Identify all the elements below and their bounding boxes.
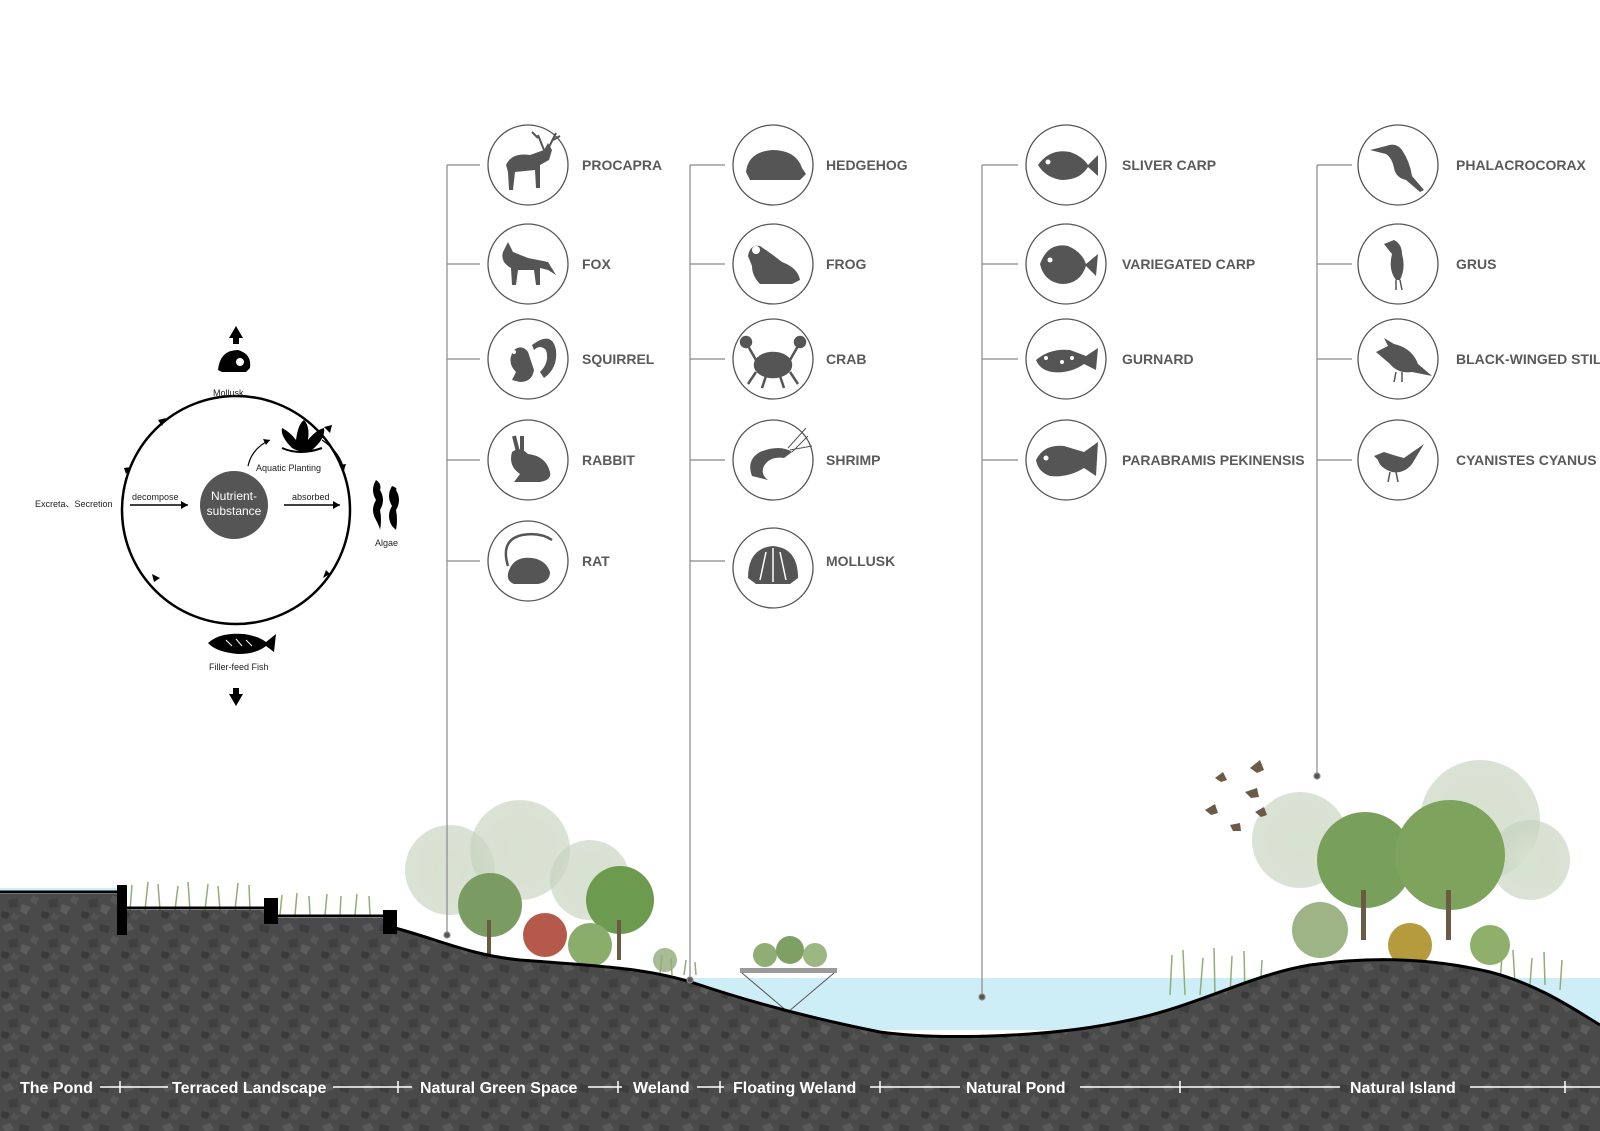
aquatic-planting-label: Aquatic Planting xyxy=(256,463,321,473)
species-column-2: HEDGEHOG FROG CRAB xyxy=(732,124,908,609)
crane-icon xyxy=(1384,240,1404,291)
arrow-down-icon xyxy=(229,688,243,706)
species-label: SHRIMP xyxy=(826,452,880,468)
zone-natural-green-space: Natural Green Space xyxy=(420,1080,578,1097)
zone-the-pond: The Pond xyxy=(20,1080,93,1097)
species-label: RAT xyxy=(582,553,610,569)
species-phalacrocorax: PHALACROCORAX xyxy=(1357,124,1587,206)
species-label: SLIVER CARP xyxy=(1122,157,1216,173)
arrow-up-icon xyxy=(229,326,243,344)
zone-terraced-landscape: Terraced Landscape xyxy=(172,1080,327,1097)
rat-icon xyxy=(504,532,553,584)
species-parabramis: PARABRAMIS PEKINENSIS xyxy=(1025,419,1305,501)
species-gurnard: GURNARD xyxy=(1025,318,1194,400)
shell-icon xyxy=(748,546,798,584)
frog-icon xyxy=(748,245,800,284)
reeds xyxy=(129,881,1563,996)
shrimp-icon xyxy=(750,427,813,480)
fox-icon xyxy=(502,242,556,285)
zone-natural-island: Natural Island xyxy=(1350,1080,1456,1097)
fish-icon xyxy=(1036,442,1098,477)
hedgehog-icon xyxy=(746,150,806,180)
species-mollusk: MOLLUSK xyxy=(732,527,895,609)
mollusk-icon xyxy=(218,350,251,372)
species-label: FROG xyxy=(826,256,867,272)
decompose-label: decompose xyxy=(132,492,179,502)
nutrient-label-line1: Nutrient- xyxy=(211,489,257,503)
trees-island xyxy=(1252,760,1570,967)
species-procapra: PROCAPRA xyxy=(487,124,662,206)
floating-wetland xyxy=(740,936,837,1013)
trees-green-space xyxy=(405,800,677,972)
species-column-3: SLIVER CARP VARIEGATED CARP GURNARD xyxy=(1025,124,1305,501)
zone-natural-pond: Natural Pond xyxy=(966,1080,1066,1097)
crab-icon xyxy=(739,335,807,389)
zone-weland: Weland xyxy=(633,1080,690,1097)
flying-birds xyxy=(1205,760,1267,831)
species-label: BLACK-WINGED STILT xyxy=(1456,351,1600,367)
species-label: PHALACROCORAX xyxy=(1456,157,1587,173)
species-column-4: PHALACROCORAX GRUS BLACK-WINGED STILT xyxy=(1357,124,1600,501)
ground-section xyxy=(0,885,1600,1131)
species-fox: FOX xyxy=(487,223,611,305)
small-bird-icon xyxy=(1374,444,1424,483)
species-label: GRUS xyxy=(1456,256,1496,272)
fish-icon xyxy=(1036,348,1098,373)
cardinal-bird-icon xyxy=(1376,338,1432,383)
species-label: CYANISTES CYANUS xyxy=(1456,452,1597,468)
species-label: MOLLUSK xyxy=(826,553,895,569)
species-shrimp: SHRIMP xyxy=(732,419,880,501)
species-label: RABBIT xyxy=(582,452,635,468)
rabbit-icon xyxy=(511,435,551,482)
species-sliver-carp: SLIVER CARP xyxy=(1025,124,1216,206)
species-grus: GRUS xyxy=(1357,223,1496,305)
species-rabbit: RABBIT xyxy=(487,419,635,501)
species-black-winged-stilt: BLACK-WINGED STILT xyxy=(1357,318,1600,400)
lotus-icon xyxy=(281,420,325,453)
algae-label: Algae xyxy=(375,538,398,548)
species-crab: CRAB xyxy=(732,318,866,400)
excreta-label: Excreta、Secretion xyxy=(35,499,113,509)
fish-icon xyxy=(1038,151,1098,180)
species-label: HEDGEHOG xyxy=(826,157,908,173)
algae-icon xyxy=(373,480,399,530)
species-squirrel: SQUIRREL xyxy=(487,318,655,400)
species-label: SQUIRREL xyxy=(582,351,655,367)
squirrel-icon xyxy=(510,338,557,382)
fish-icon xyxy=(1040,245,1098,284)
zone-scale: The Pond Terraced Landscape Natural Gree… xyxy=(20,1080,1600,1097)
species-label: CRAB xyxy=(826,351,866,367)
nutrient-label-line2: substance xyxy=(207,504,262,518)
species-hedgehog: HEDGEHOG xyxy=(732,124,908,206)
species-label: PROCAPRA xyxy=(582,157,662,173)
species-rat: RAT xyxy=(487,520,610,602)
species-label: FOX xyxy=(582,256,611,272)
species-cyanistes-cyanus: CYANISTES CYANUS xyxy=(1357,419,1597,501)
fish-icon xyxy=(208,633,276,654)
species-label: VARIEGATED CARP xyxy=(1122,256,1255,272)
hornbill-icon xyxy=(1370,144,1424,192)
species-label: PARABRAMIS PEKINENSIS xyxy=(1122,452,1305,468)
species-connectors xyxy=(443,164,1352,1001)
species-frog: FROG xyxy=(732,223,867,305)
zone-floating-weland: Floating Weland xyxy=(733,1080,856,1097)
absorbed-label: absorbed xyxy=(292,492,330,502)
deer-icon xyxy=(506,131,561,190)
species-variegated-carp: VARIEGATED CARP xyxy=(1025,223,1255,305)
species-column-1: PROCAPRA FOX SQUIRREL RABBIT xyxy=(487,124,662,602)
nutrient-cycle: Mollusk Aquatic Planting Nutrient- subst… xyxy=(35,326,399,706)
species-label: GURNARD xyxy=(1122,351,1194,367)
mollusk-label: Mollusk xyxy=(213,388,244,398)
filler-fish-label: Filler-feed Fish xyxy=(209,662,269,672)
